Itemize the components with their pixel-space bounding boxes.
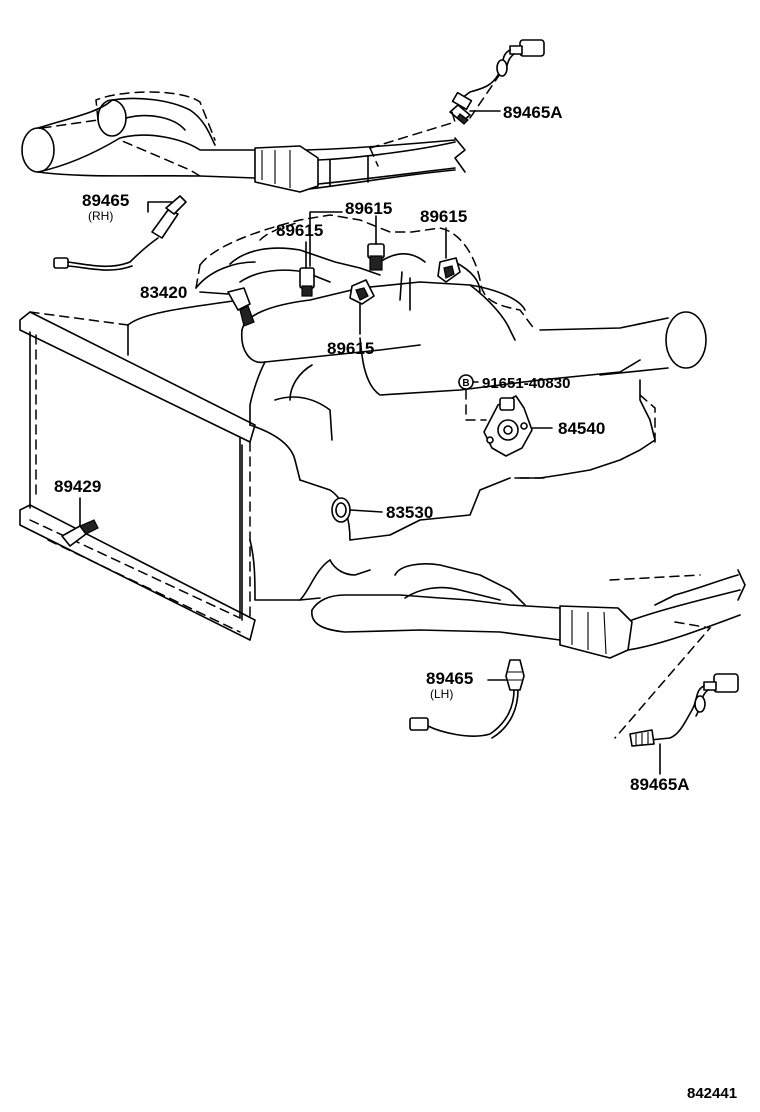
oil-pressure-switch-83420[interactable] — [227, 287, 255, 327]
sensor-89615-center-low[interactable] — [349, 279, 375, 305]
oxygen-sensor-89465A-top[interactable] — [449, 39, 545, 125]
temperature-sensor-89429[interactable] — [61, 519, 99, 547]
engine-block — [127, 214, 707, 601]
label-rh: (RH) — [88, 209, 113, 223]
label-83420: 83420 — [140, 283, 187, 302]
exhaust-pipe-rh — [21, 73, 501, 193]
exhaust-pipe-lh — [311, 563, 746, 739]
oxygen-sensor-89465-rh[interactable] — [53, 195, 187, 271]
label-89465-rh: 89465 — [82, 191, 129, 210]
diagram-code: 842441 — [687, 1085, 737, 1102]
label-91651-40830: 91651-40830 — [482, 375, 570, 392]
sensor-89615-center-top[interactable] — [367, 243, 385, 271]
bolt-symbol: B — [462, 378, 469, 389]
oxygen-sensor-89465-lh[interactable] — [409, 659, 525, 739]
radiator — [19, 311, 256, 641]
part-labels: 89465A 89465 (RH) 89615 89615 89615 8961… — [54, 103, 737, 1102]
label-lh: (LH) — [430, 687, 453, 701]
neutral-start-switch-84540[interactable] — [483, 395, 533, 457]
sensor-89615-left[interactable] — [299, 267, 315, 297]
label-89615-b: 89615 — [420, 207, 467, 226]
label-89615-d: 89615 — [327, 339, 374, 358]
bolt-91651-marker[interactable]: B — [458, 374, 487, 421]
label-89615-c: 89615 — [276, 221, 323, 240]
label-89615-a: 89615 — [345, 199, 392, 218]
sensor-83530[interactable] — [331, 497, 351, 523]
label-83530: 83530 — [386, 503, 433, 522]
label-89429: 89429 — [54, 477, 101, 496]
label-89465-lh: 89465 — [426, 669, 473, 688]
sensor-89615-right[interactable] — [437, 257, 461, 283]
label-89465A-top: 89465A — [503, 103, 563, 122]
oxygen-sensor-89465A-bottom[interactable] — [629, 673, 739, 747]
leader-lines — [79, 110, 661, 775]
label-84540: 84540 — [558, 419, 605, 438]
label-89465A-bottom: 89465A — [630, 775, 690, 794]
